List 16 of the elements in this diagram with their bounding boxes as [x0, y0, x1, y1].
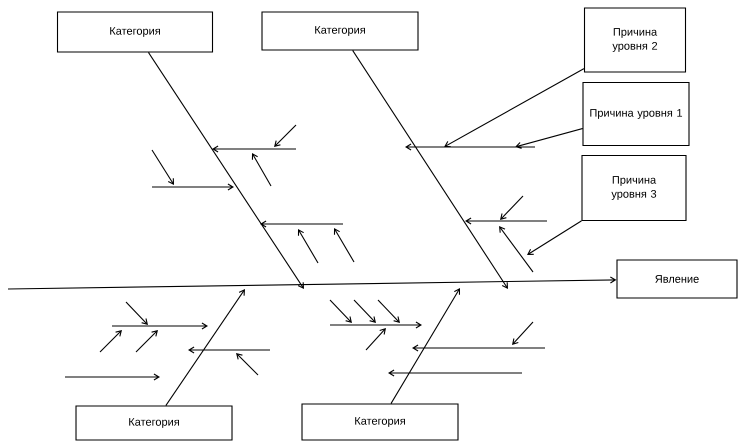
leader-line: [444, 68, 584, 148]
label-box: Категория: [75, 405, 233, 441]
label-box: Причина уровня 3: [581, 154, 687, 222]
bone-arrow: [390, 288, 460, 404]
label-box: Категория: [301, 403, 459, 441]
bone-arrow: [148, 52, 304, 289]
bone-arrow: [352, 50, 508, 289]
leader-line: [515, 128, 583, 149]
leader-line: [527, 220, 582, 255]
label-box: Явление: [616, 259, 738, 299]
spine-arrow: [8, 276, 616, 290]
label-box: Причина уровня 1: [582, 82, 690, 146]
label-box: Категория: [261, 11, 419, 51]
label-box: Причина уровня 2: [584, 7, 686, 73]
bone-arrow: [165, 289, 245, 406]
label-box: Категория: [56, 11, 214, 53]
